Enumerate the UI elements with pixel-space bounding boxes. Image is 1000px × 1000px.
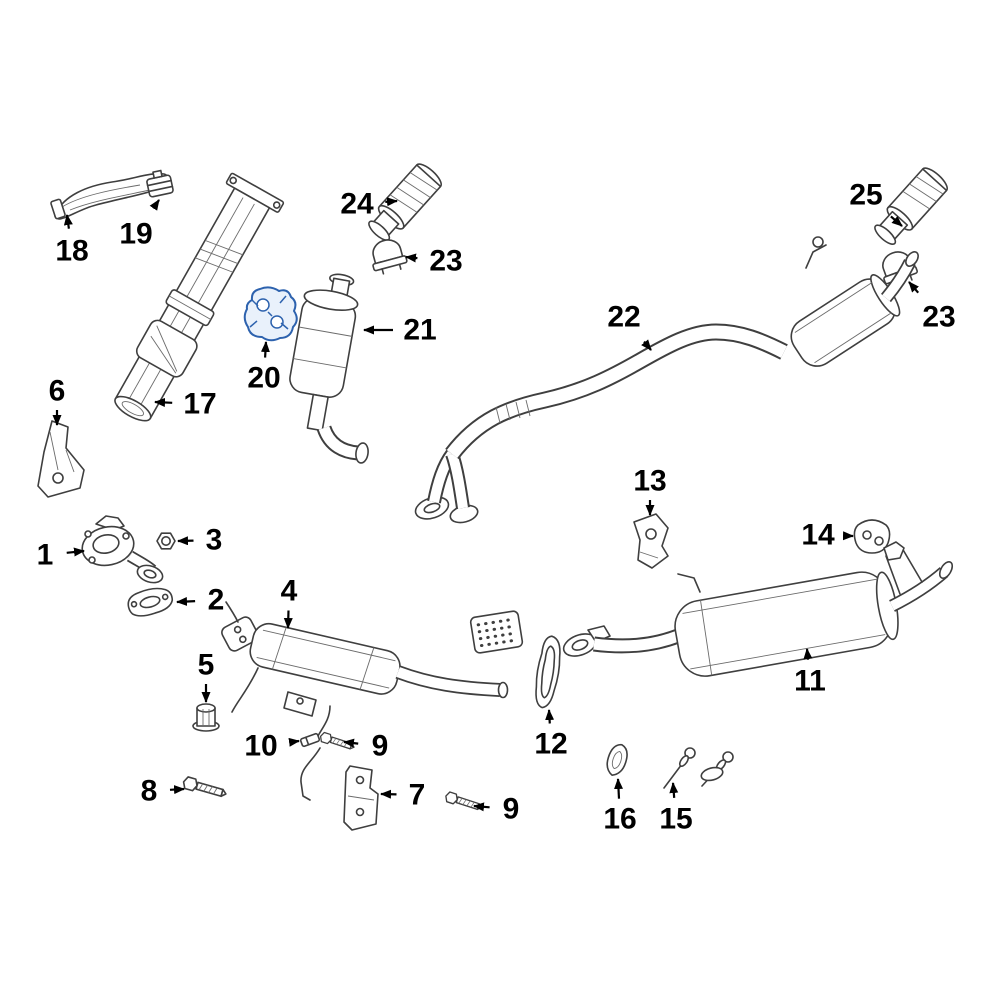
callout-label-24-2: 24	[340, 188, 374, 221]
callout-arrow-10-20	[288, 737, 300, 747]
callout-arrow-12-19	[545, 709, 555, 724]
part-17-front-pipe	[114, 172, 285, 422]
callout-label-6-10: 6	[49, 375, 66, 408]
callout-arrow-1-13	[66, 547, 85, 557]
callout-label-18-0: 18	[55, 235, 88, 268]
part-7-hanger-rod	[300, 747, 321, 801]
callout-arrow-20-7	[260, 341, 270, 358]
callout-label-12-19: 12	[534, 728, 567, 761]
part-3-nut	[156, 532, 176, 550]
part-12-gasket	[535, 635, 561, 709]
callout-arrow-17-9	[154, 397, 173, 407]
part-5-nut	[192, 703, 220, 732]
part-15-hanger-bolts	[663, 747, 734, 789]
callout-label-17-9: 17	[183, 388, 216, 421]
part-18-heat-shield	[50, 172, 169, 220]
callout-label-14-12: 14	[801, 519, 835, 552]
part-9-screw-b	[443, 790, 484, 814]
callout-label-1-13: 1	[37, 539, 54, 572]
part-25-extension-pipe	[874, 167, 949, 245]
callout-arrow-15-26	[669, 782, 679, 798]
callout-label-25-4: 25	[849, 179, 882, 212]
part-6-bracket	[37, 420, 85, 498]
callout-label-16-25: 16	[603, 803, 636, 836]
part-24-extension-pipe	[368, 163, 443, 241]
part-14-insulator	[853, 519, 891, 554]
callout-label-8-22: 8	[141, 775, 158, 808]
part-19-clamp	[146, 169, 174, 198]
callout-arrow-24-2	[385, 197, 398, 207]
part-2-gasket	[127, 587, 174, 617]
callout-label-23-5: 23	[922, 301, 955, 334]
callout-arrow-23-5	[908, 281, 920, 294]
callout-arrow-8-22	[169, 785, 185, 795]
callout-arrow-4-16	[283, 610, 293, 629]
callout-label-9-21: 9	[372, 730, 389, 763]
callout-label-9-24: 9	[503, 793, 520, 826]
callout-label-4-16: 4	[281, 575, 298, 608]
part-16-insulator	[606, 743, 628, 777]
callout-label-11-17: 11	[794, 665, 826, 698]
part-11-muffler-assembly	[562, 541, 954, 677]
part-20-insulator-highlighted	[243, 286, 298, 342]
part-4-catalytic-converter	[221, 601, 524, 737]
part-21-resonator	[289, 273, 369, 464]
part-13-bracket	[633, 513, 669, 569]
part-23-clamp-front	[372, 239, 408, 275]
callout-label-23-3: 23	[429, 245, 462, 278]
part-10-clip	[299, 732, 321, 748]
callout-label-15-26: 15	[659, 803, 692, 836]
callout-label-19-1: 19	[119, 218, 152, 251]
callout-label-2-15: 2	[208, 584, 225, 617]
callout-label-13-11: 13	[633, 465, 666, 498]
part-1-pipe-flange	[81, 515, 164, 584]
callout-label-22-8: 22	[607, 301, 640, 334]
callout-label-5-18: 5	[198, 649, 215, 682]
callout-arrow-25-4	[890, 215, 903, 227]
part-8-screw	[181, 775, 229, 801]
callout-arrow-23-3	[405, 253, 418, 263]
callout-label-21-6: 21	[403, 314, 436, 347]
callout-arrow-2-15	[176, 597, 196, 606]
callout-arrow-19-1	[149, 199, 160, 211]
callout-arrow-18-0	[63, 214, 73, 229]
callout-arrow-16-25	[614, 778, 624, 799]
part-7-bracket	[343, 765, 379, 831]
callout-label-10-20: 10	[244, 730, 277, 763]
callout-arrow-9-24	[473, 802, 490, 812]
callout-label-20-7: 20	[247, 362, 280, 395]
callout-arrow-11-17	[803, 648, 813, 660]
callout-arrow-9-21	[343, 738, 359, 748]
part-22-intermediate-pipe	[414, 236, 919, 524]
callout-arrow-22-8	[641, 339, 652, 351]
callout-label-3-14: 3	[206, 524, 223, 557]
callout-label-7-23: 7	[409, 779, 426, 812]
